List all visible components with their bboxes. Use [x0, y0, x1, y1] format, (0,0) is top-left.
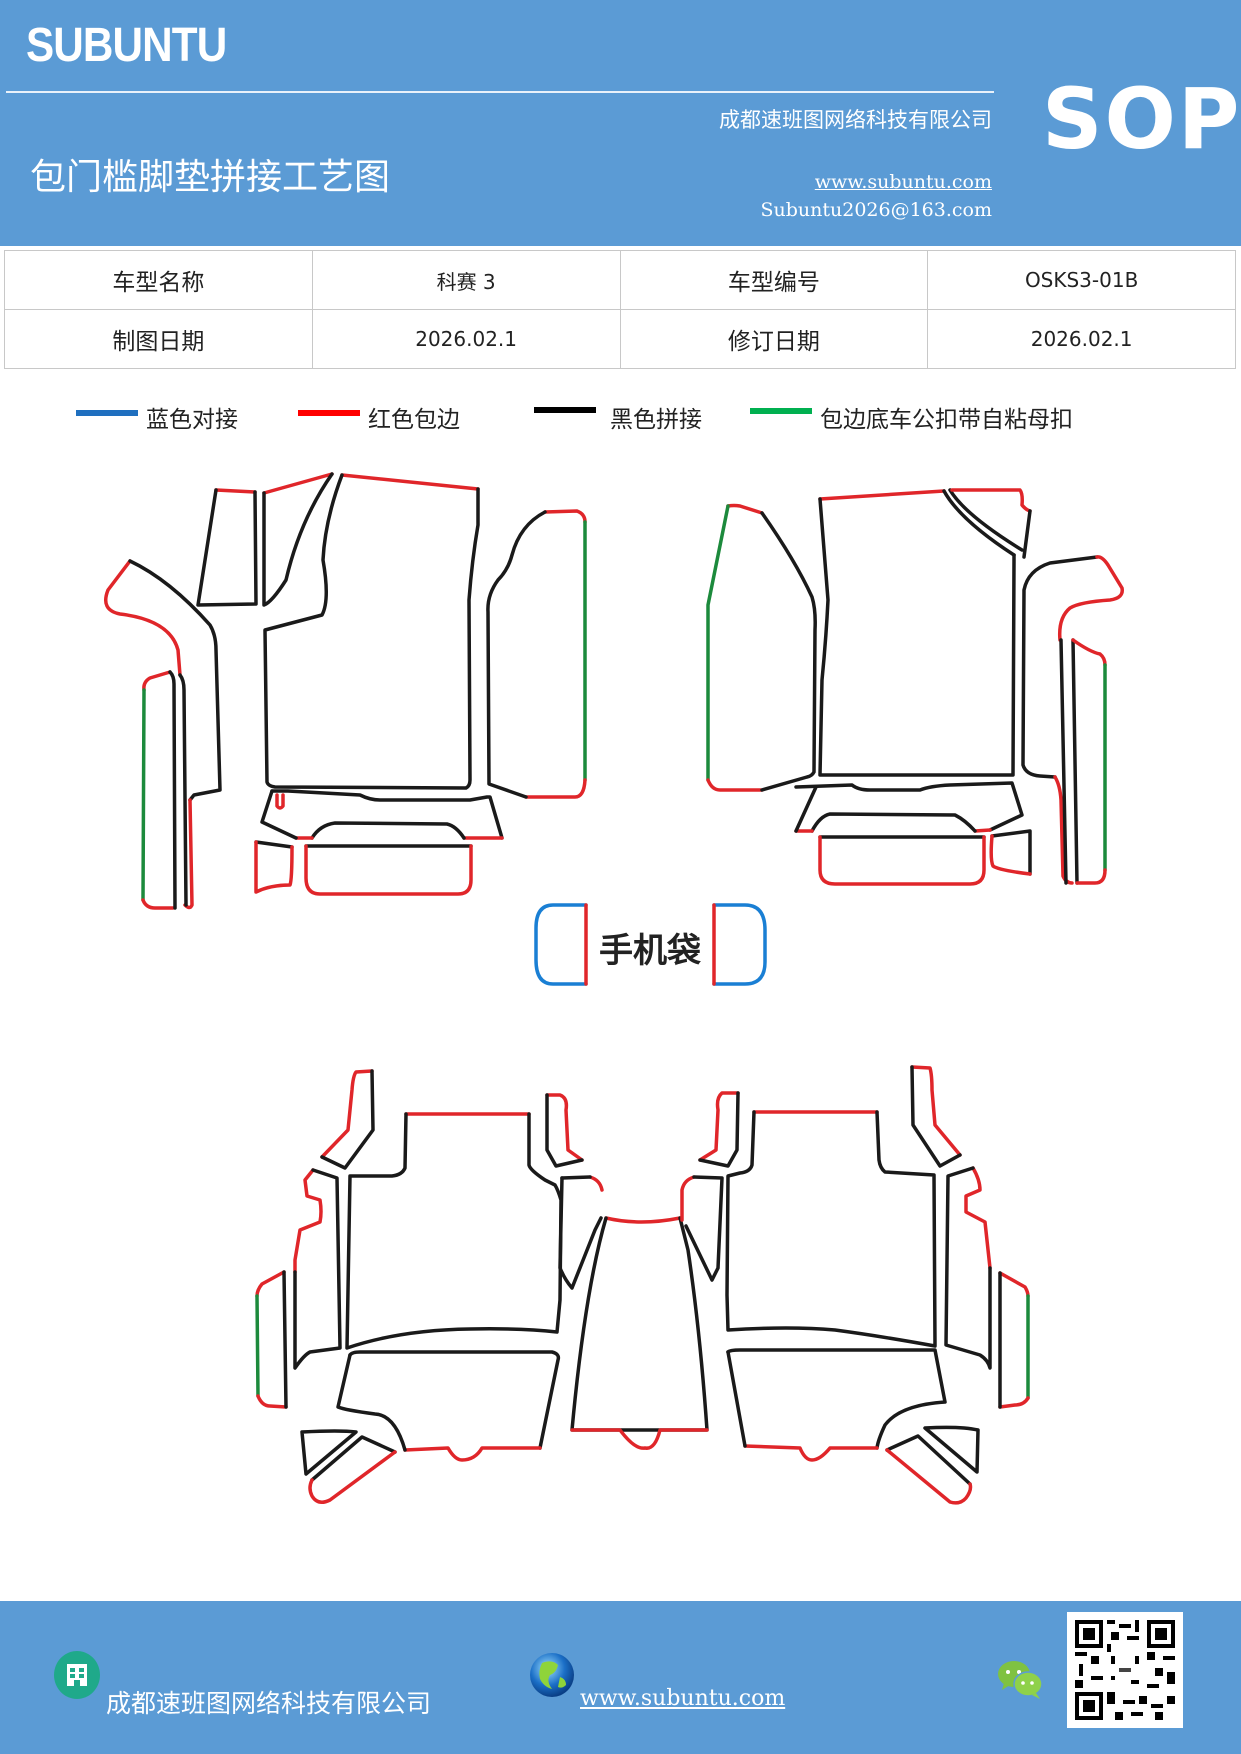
wechat-icon[interactable] [996, 1657, 1044, 1701]
qr-code [1067, 1612, 1183, 1728]
page-title: 包门槛脚垫拼接工艺图 [30, 157, 391, 198]
green-line-swatch [750, 408, 812, 414]
front-left-mat-set [104, 472, 587, 910]
phone-pocket-label: 手机袋 [599, 931, 701, 971]
front-right-mat-set [706, 488, 1124, 886]
phone-pocket-set [534, 903, 767, 986]
globe-icon [530, 1653, 574, 1697]
rear-mat-set [255, 1065, 1030, 1505]
header-email: Subuntu2026@163.com [760, 199, 992, 221]
sop-badge: SOP [1042, 70, 1241, 168]
footer-company-name: 成都速班图网络科技有限公司 [106, 1689, 432, 1718]
model-name-value: 科赛 3 [311, 250, 621, 310]
line-legend: 蓝色对接 红色包边 黑色拼接 包边底车公扣带自粘母扣 [0, 405, 1241, 445]
building-icon [54, 1651, 100, 1699]
legend-item-blue: 蓝色对接 [76, 405, 238, 435]
draw-date-value: 2026.02.1 [311, 309, 621, 369]
red-line-swatch [298, 410, 360, 416]
header-divider [6, 91, 994, 93]
black-line-swatch [534, 407, 596, 413]
floor-mat-diagram: 手机袋 [104, 472, 1124, 1505]
footer-website-link[interactable]: www.subuntu.com [580, 1686, 786, 1711]
vehicle-info-table: 车型名称 科赛 3 车型编号 OSKS3-01B 制图日期 2026.02.1 … [4, 250, 1236, 369]
legend-label: 蓝色对接 [146, 407, 238, 433]
header-website-link[interactable]: www.subuntu.com [814, 171, 992, 193]
legend-item-black: 黑色拼接 [534, 405, 702, 435]
revision-date-value: 2026.02.1 [927, 309, 1236, 369]
legend-item-green: 包边底车公扣带自粘母扣 [750, 405, 1073, 435]
legend-label: 包边底车公扣带自粘母扣 [820, 407, 1073, 433]
blue-line-swatch [76, 410, 138, 416]
header-company-name: 成都速班图网络科技有限公司 [719, 108, 992, 132]
page-footer: 成都速班图网络科技有限公司 www.subuntu.com [0, 1601, 1241, 1754]
table-row: 制图日期 2026.02.1 修订日期 2026.02.1 [4, 309, 1236, 369]
model-code-label: 车型编号 [619, 250, 929, 310]
brand-logo: SUBUNTU [26, 19, 227, 72]
legend-label: 红色包边 [368, 407, 460, 433]
legend-item-red: 红色包边 [298, 405, 460, 435]
model-code-value: OSKS3-01B [927, 250, 1236, 310]
table-row: 车型名称 科赛 3 车型编号 OSKS3-01B [4, 250, 1236, 310]
model-name-label: 车型名称 [4, 250, 313, 310]
legend-label: 黑色拼接 [610, 407, 702, 433]
page-header: SUBUNTU 包门槛脚垫拼接工艺图 成都速班图网络科技有限公司 www.sub… [0, 0, 1241, 246]
revision-date-label: 修订日期 [619, 309, 929, 369]
draw-date-label: 制图日期 [4, 309, 313, 369]
